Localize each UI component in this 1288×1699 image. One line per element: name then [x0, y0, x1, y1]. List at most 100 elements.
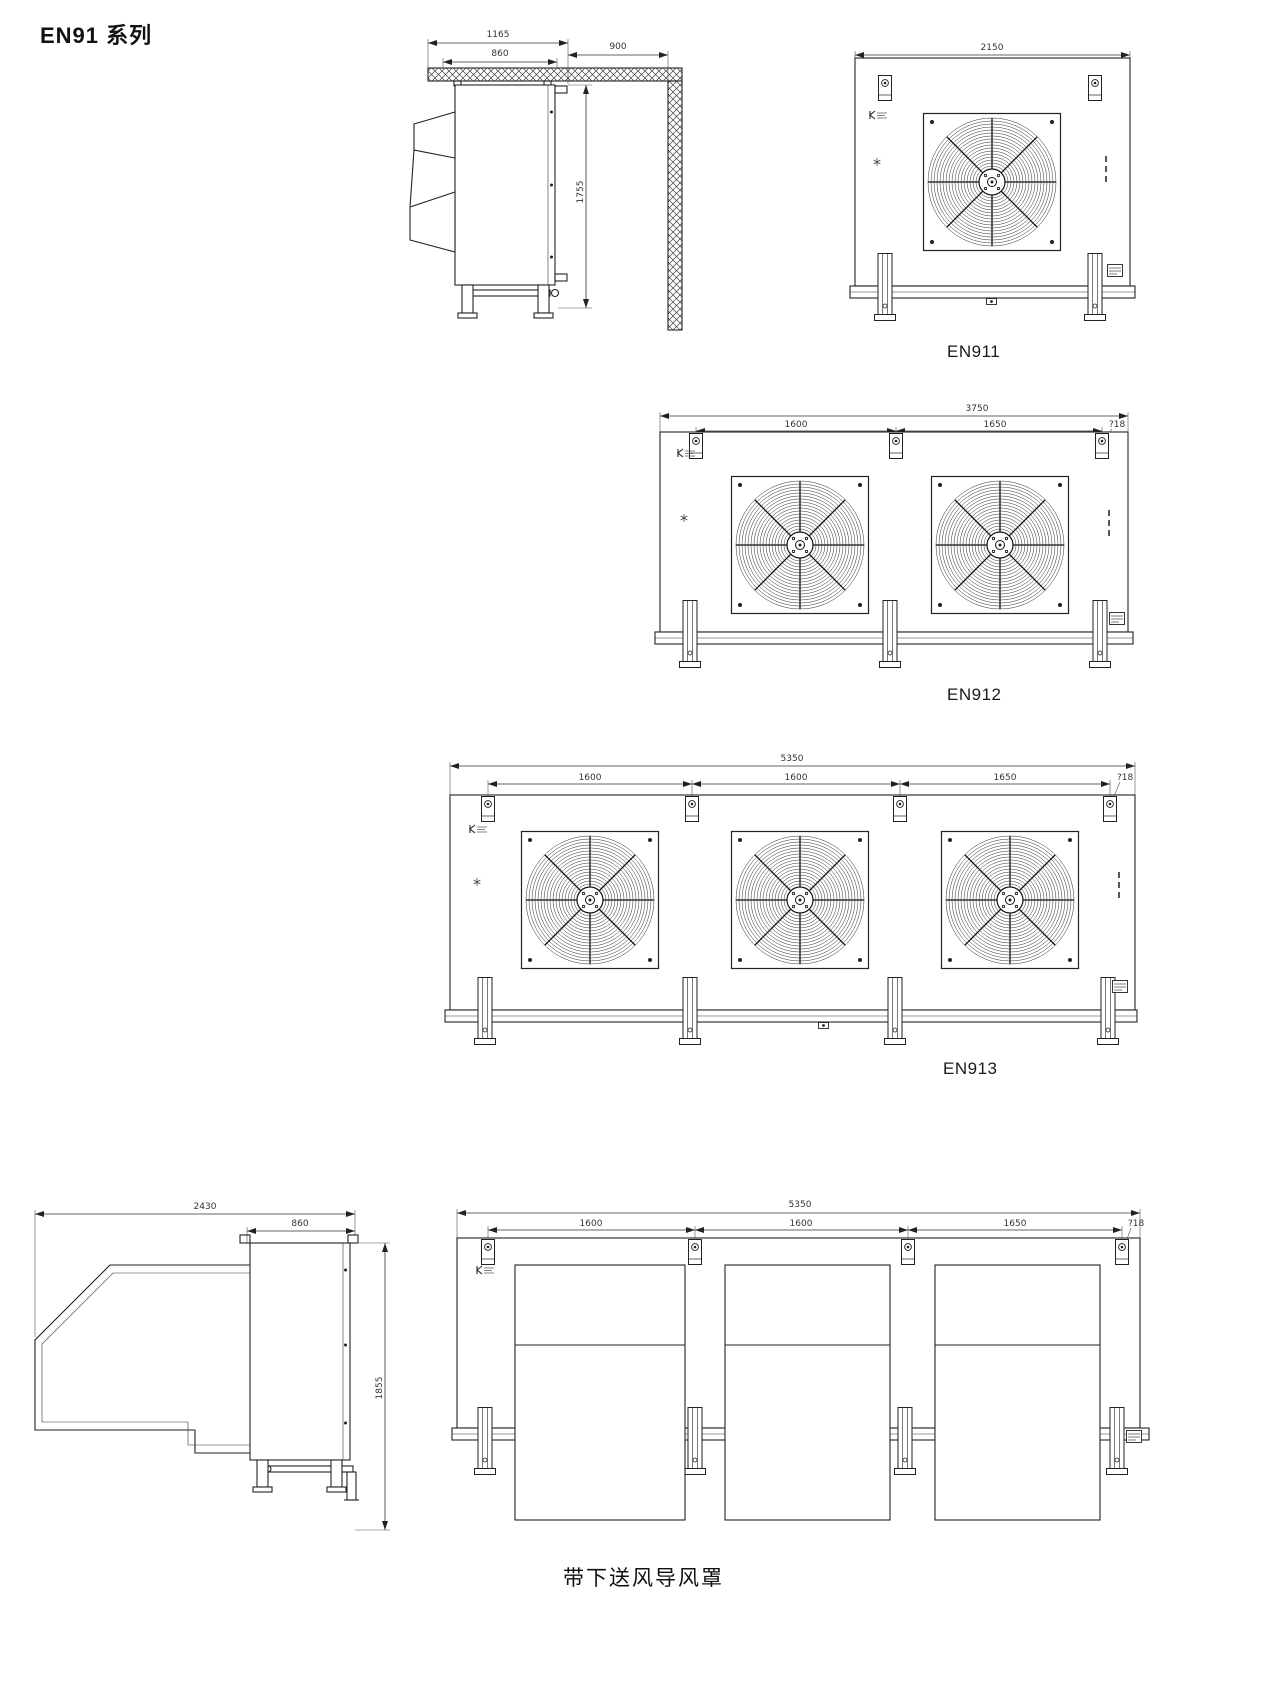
dim-label: ?18 [1109, 420, 1126, 430]
side-text-mark [1108, 510, 1110, 536]
mounting-lug [689, 433, 703, 459]
air-guide-panel [934, 1264, 1101, 1521]
dim-label: ?18 [1117, 773, 1134, 783]
unit-body [249, 1242, 351, 1461]
nameplate [1107, 264, 1123, 277]
drain-pipe [465, 289, 551, 297]
mounting-lug [889, 433, 903, 459]
dim-label: 1600 [785, 773, 808, 783]
dim-label: 1600 [580, 1219, 603, 1229]
nameplate [1109, 612, 1125, 625]
support-leg [874, 253, 896, 321]
dim-label: 860 [291, 1219, 308, 1229]
fan-grille [730, 830, 870, 970]
support-leg [1089, 600, 1111, 668]
hood-front-drawing: 5350 1600 1600 1650 ?18 [451, 1200, 1150, 1521]
mounting-lug [878, 75, 892, 101]
model-label-en911: EN911 [947, 342, 1001, 361]
support-leg [1106, 1407, 1128, 1475]
drain-fitting [986, 298, 997, 305]
mounting-lug [1115, 1239, 1129, 1265]
page-title: EN91 系列 [40, 23, 153, 48]
dim-label: 2430 [194, 1202, 217, 1212]
unit-side-profile [239, 1234, 359, 1461]
dim-label: 5350 [789, 1200, 812, 1210]
dim-label: 1600 [579, 773, 602, 783]
mounting-lug [481, 796, 495, 822]
air-guide-panels [514, 1264, 1101, 1521]
dim-label: 860 [491, 49, 508, 59]
mounting-lug [1103, 796, 1117, 822]
nameplate [1112, 980, 1128, 993]
support-leg [537, 284, 550, 314]
dim-label: 5350 [781, 754, 804, 764]
side-text-mark [1118, 872, 1120, 898]
air-guide-panel [514, 1264, 686, 1521]
model-label-en913: EN913 [943, 1059, 998, 1078]
en911-drawing: 2150 1650 ?18 [849, 43, 1136, 321]
dim-label: 1650 [984, 420, 1007, 430]
air-guide-hood [34, 1264, 250, 1454]
foot-plate [533, 312, 554, 319]
drawing-caption: 带下送风导风罩 [563, 1567, 724, 1590]
hood-side-drawing: 2430 860 1855 [34, 1202, 390, 1531]
unit-side-profile [409, 80, 568, 319]
foot-plate [457, 312, 478, 319]
fan-grille [730, 475, 870, 615]
support-leg [894, 1407, 916, 1475]
dim-label: ?18 [1128, 1219, 1145, 1229]
foot-plate [252, 1486, 273, 1493]
mounting-lug [685, 796, 699, 822]
support-leg [461, 284, 474, 314]
dimension-lines: 2430 860 1855 [34, 1202, 390, 1531]
side-text-mark [1105, 156, 1107, 182]
unit-base [252, 1459, 359, 1501]
fan-grille [520, 830, 660, 970]
support-leg [330, 1459, 343, 1488]
drain-stub [346, 1471, 357, 1501]
mounting-lug [688, 1239, 702, 1265]
side-view-drawing: 1165 860 900 1755 [409, 30, 683, 331]
support-leg [474, 1407, 496, 1475]
mounting-tab [347, 1234, 359, 1244]
air-guide-panel [724, 1264, 891, 1521]
dim-label: 1650 [994, 773, 1017, 783]
dim-label: 1855 [375, 1377, 385, 1400]
mounting-lug [1088, 75, 1102, 101]
en912-drawing: 3750 1600 1650 ?18 [654, 404, 1134, 668]
dim-label: 1650 [1004, 1219, 1027, 1229]
dim-label: 1755 [576, 181, 586, 204]
mounting-lug [893, 796, 907, 822]
drain-fitting [550, 288, 560, 298]
en913-drawing: 5350 1600 1600 1650 ?18 [444, 754, 1138, 1045]
foot-plate [326, 1486, 347, 1493]
fan-grille [930, 475, 1070, 615]
fan-grille [940, 830, 1080, 970]
support-leg [884, 977, 906, 1045]
dim-label: 2150 [981, 43, 1004, 53]
unit-body [454, 84, 556, 286]
dim-label: 900 [609, 42, 626, 52]
dim-label: 1600 [790, 1219, 813, 1229]
support-leg [679, 977, 701, 1045]
wall-section [667, 80, 683, 331]
nameplate [1126, 1430, 1142, 1443]
model-label-en912: EN912 [947, 685, 1002, 704]
support-leg [679, 600, 701, 668]
support-leg [684, 1407, 706, 1475]
dim-label: 1600 [785, 420, 808, 430]
dimension-lines: 1165 860 900 1755 [427, 30, 669, 309]
mounting-tab [554, 85, 568, 94]
ceiling-section [427, 67, 683, 82]
support-leg [256, 1459, 269, 1488]
dim-label: 3750 [966, 404, 989, 414]
fan-shroud [413, 111, 456, 159]
support-leg [879, 600, 901, 668]
mounting-tab [239, 1234, 251, 1244]
mounting-tab [554, 273, 568, 282]
support-leg [1084, 253, 1106, 321]
dim-label: 1165 [487, 30, 510, 40]
drain-fitting [818, 1022, 829, 1029]
fan-shroud [409, 191, 456, 253]
